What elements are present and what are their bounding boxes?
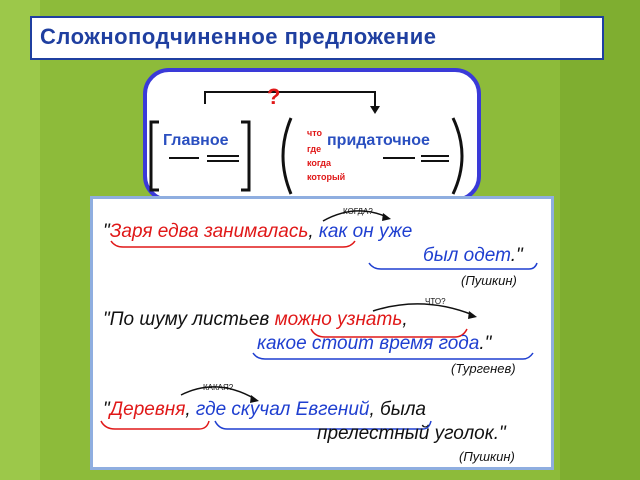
example-line: прелестный уголок." (317, 423, 506, 444)
background-stripe (560, 0, 640, 480)
conjunction: что (307, 128, 323, 138)
question-label: ЧТО? (425, 297, 446, 306)
separator: , (185, 399, 196, 420)
example-line: "По шуму листьев можно узнать, (103, 309, 408, 331)
conjunction: который (307, 172, 346, 182)
subordinate-clause: как он уже (318, 221, 413, 242)
subordinate-clause: какое стоит время года (257, 333, 480, 354)
quote: " (103, 221, 110, 242)
background-stripe (0, 0, 40, 480)
main-clause: Заря едва занималась (109, 221, 309, 242)
main-clause: Деревня (109, 399, 186, 420)
conjunction: где (307, 144, 322, 154)
author: (Пушкин) (461, 273, 517, 288)
examples-panel: КОГДА? "Заря едва занималась, как он уже… (90, 196, 554, 470)
quote: " (103, 399, 110, 420)
scheme-lines (149, 91, 464, 195)
prefix: "По шуму листьев (103, 309, 275, 330)
ending: ." (479, 333, 492, 354)
example-arcs (100, 210, 538, 430)
title-box: Сложноподчиненное предложение (30, 16, 604, 60)
subordinate-clause: был одет (423, 245, 511, 266)
subordinate-clause: где скучал Евгений (195, 399, 370, 420)
subordinate-clause-label: придаточное (327, 132, 430, 149)
main-clause-label: Главное (163, 132, 229, 149)
example-line: "Заря едва занималась, как он уже (103, 221, 412, 243)
author: (Пушкин) (459, 449, 515, 464)
example-line: "Деревня, где скучал Евгений, была (103, 399, 426, 421)
conjunction: когда (307, 158, 332, 168)
separator: , (308, 221, 319, 242)
example-line: был одет." (423, 245, 523, 267)
question-label: КАКАЯ? (203, 383, 234, 392)
separator: , (402, 309, 408, 330)
question-label: КОГДА? (343, 207, 373, 216)
example-line: какое стоит время года." (257, 333, 491, 355)
author: (Тургенев) (451, 361, 516, 376)
ending: ." (510, 245, 523, 266)
main-clause: можно узнать (274, 309, 403, 330)
scheme-diagram: ? Главное придаточное что где когда кото… (143, 68, 481, 202)
continuation: , была (369, 399, 426, 420)
page-title: Сложноподчиненное предложение (40, 24, 437, 49)
question-mark: ? (267, 84, 281, 109)
